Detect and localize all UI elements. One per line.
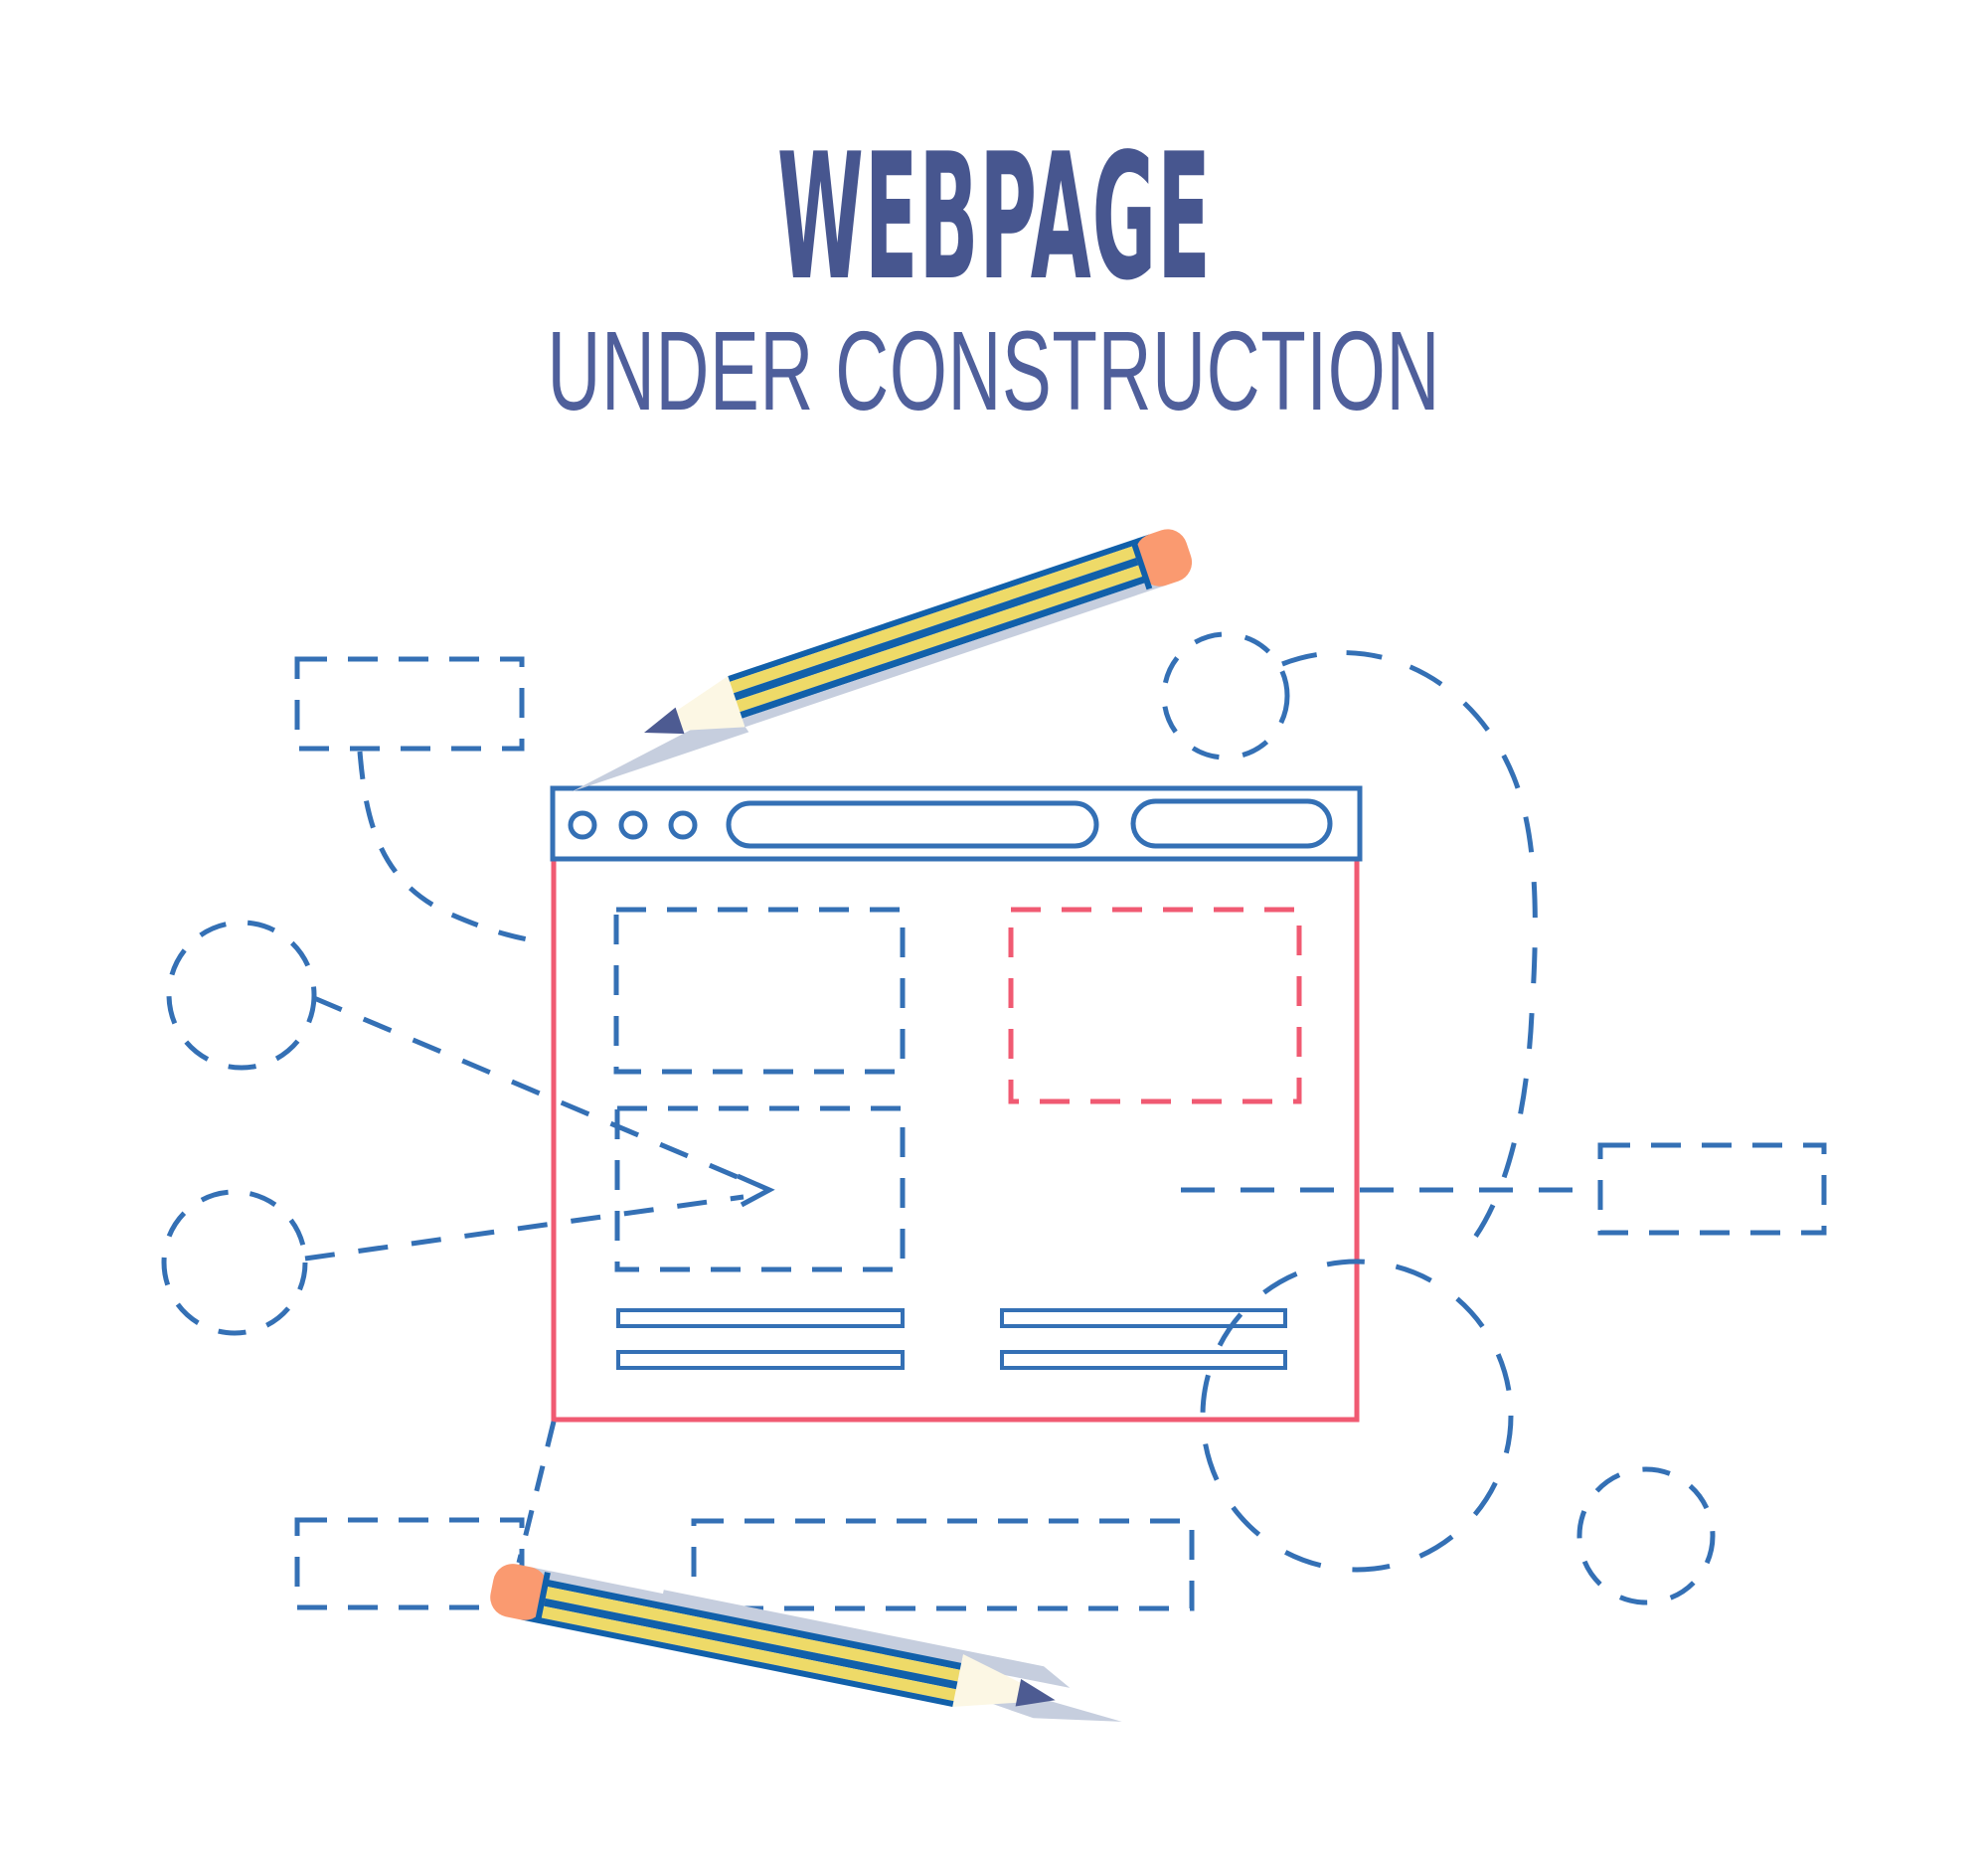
arrowhead-icon	[736, 1173, 775, 1208]
dashed-rect-top-left	[294, 656, 525, 752]
dashed-rect-bottom-center	[691, 1518, 1195, 1611]
pencil-graphite-icon	[644, 707, 685, 735]
text-bar	[616, 1350, 905, 1370]
dashed-circle-left-upper	[166, 920, 317, 1071]
window-dot-icon	[668, 810, 698, 840]
blueprint-decorations	[161, 631, 1827, 1611]
text-bar	[616, 1308, 905, 1328]
pencil-eraser	[490, 1564, 548, 1620]
pencil-bottom	[490, 1564, 1122, 1722]
pencil-body	[728, 534, 1167, 728]
browser-window	[550, 785, 1363, 1423]
text-bar	[1000, 1308, 1287, 1328]
placeholder-box-blue-2	[614, 1105, 906, 1272]
pencil-body	[520, 1567, 963, 1707]
page-title-text: WEBPAGE	[776, 117, 1212, 319]
page-title: WEBPAGE	[0, 117, 1988, 319]
dashed-line-bottom-left	[516, 1421, 557, 1564]
dashed-connector-curve-left	[357, 751, 546, 945]
dashed-rect-bottom-left	[294, 1517, 525, 1610]
placeholder-box-red	[1008, 907, 1302, 1104]
text-line-bars	[616, 1308, 1287, 1370]
pencil-ferrule-line	[535, 1572, 551, 1622]
browser-content-area	[551, 856, 1360, 1423]
pencil-graphite-icon	[1015, 1679, 1056, 1707]
dashed-circle-bottom-large	[1200, 1259, 1514, 1573]
pencil-eraser	[1135, 529, 1193, 587]
dashed-rect-right	[1597, 1142, 1827, 1236]
dashed-circle-top-right	[1161, 631, 1290, 760]
dashed-sweep-curve-right	[1281, 650, 1538, 1258]
address-bar	[726, 800, 1099, 849]
text-bar	[1000, 1350, 1287, 1370]
dashed-circle-left-lower	[161, 1189, 308, 1336]
placeholder-box-blue-1	[613, 907, 906, 1075]
dashed-line-upper	[313, 995, 752, 1186]
page-subtitle: UNDER CONSTRUCTION	[0, 306, 1988, 435]
page-subtitle-text: UNDER CONSTRUCTION	[547, 308, 1441, 433]
pencil-ferrule-line	[1130, 540, 1153, 590]
window-dot-icon	[568, 810, 597, 840]
pencil-top	[572, 529, 1193, 792]
action-pill	[1130, 798, 1333, 849]
dashed-line-lower	[304, 1194, 745, 1262]
window-dot-icon	[618, 810, 648, 840]
dashed-circle-bottom-small	[1576, 1466, 1716, 1605]
